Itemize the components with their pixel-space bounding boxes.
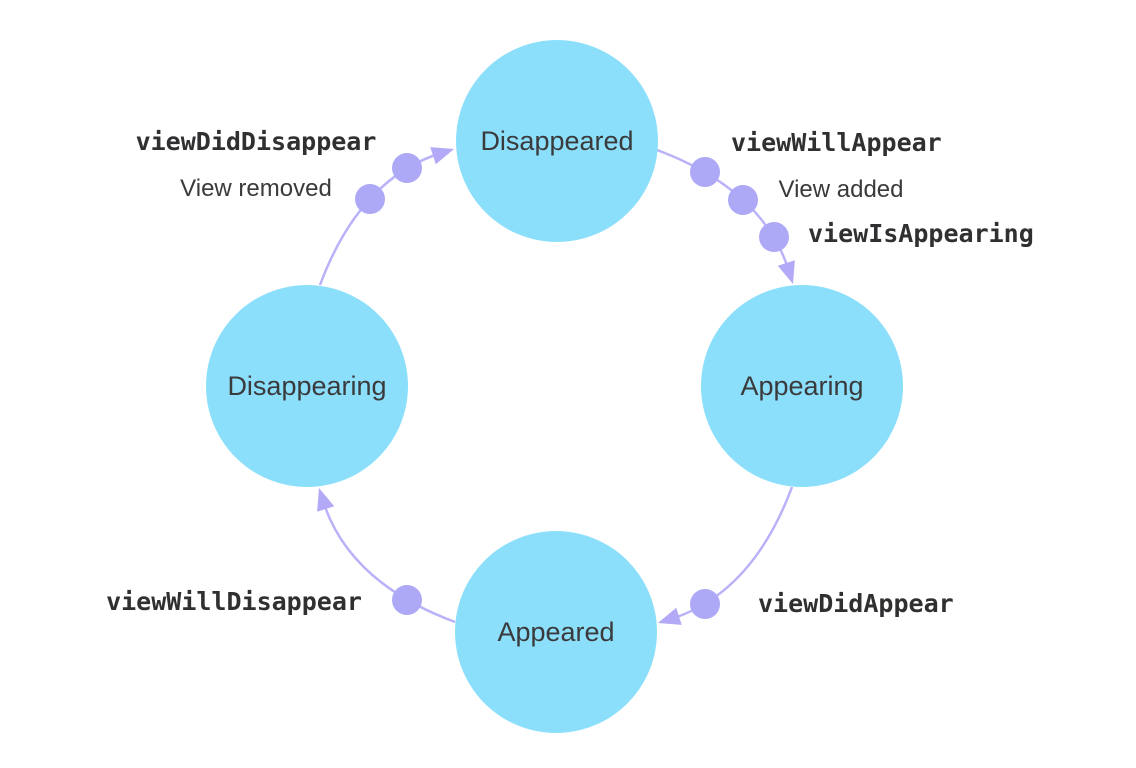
state-label-appeared: Appeared	[497, 617, 614, 647]
arc-did-appear	[670, 486, 794, 621]
arrowhead-icon	[317, 488, 335, 512]
transition-disappeared-to-appearing	[656, 148, 795, 284]
state-label-appearing: Appearing	[740, 371, 863, 401]
annotation-view-added: View added	[779, 176, 904, 203]
arrowhead-icon	[430, 147, 454, 165]
arrowhead-icon	[658, 607, 682, 625]
label-view-will-appear: viewWillAppear	[731, 128, 942, 157]
state-node-disappearing: Disappearing	[206, 285, 408, 487]
transition-disappearing-to-disappeared	[318, 147, 454, 286]
state-node-appearing: Appearing	[701, 285, 903, 487]
state-label-disappearing: Disappearing	[227, 371, 386, 401]
label-view-will-disappear: viewWillDisappear	[106, 587, 362, 616]
state-node-appeared: Appeared	[455, 531, 657, 733]
event-dot-view-did-appear	[690, 589, 720, 619]
event-dot-view-will-appear	[690, 157, 720, 187]
state-label-disappeared: Disappeared	[480, 126, 633, 156]
transition-appearing-to-appeared	[658, 486, 794, 625]
arc-will-disappear	[321, 500, 456, 624]
label-view-did-disappear: viewDidDisappear	[136, 127, 377, 156]
event-dot-view-removed	[392, 153, 422, 183]
event-dot-view-did-disappear	[355, 184, 385, 214]
label-view-is-appearing: viewIsAppearing	[808, 219, 1034, 248]
event-dot-view-will-disappear	[392, 585, 422, 615]
arrowhead-icon	[777, 260, 795, 284]
event-dot-view-added	[728, 185, 758, 215]
arc-did-disappear	[318, 151, 442, 286]
annotation-view-removed: View removed	[180, 175, 332, 202]
state-circle-appearing	[701, 285, 903, 487]
state-circle-appeared	[455, 531, 657, 733]
state-circle-disappearing	[206, 285, 408, 487]
event-dot-view-is-appearing	[759, 222, 789, 252]
transition-appeared-to-disappearing	[317, 488, 456, 624]
state-node-disappeared: Disappeared	[456, 40, 658, 242]
label-view-did-appear: viewDidAppear	[758, 589, 954, 618]
arc-will-appear	[656, 148, 791, 272]
state-circle-disappeared	[456, 40, 658, 242]
